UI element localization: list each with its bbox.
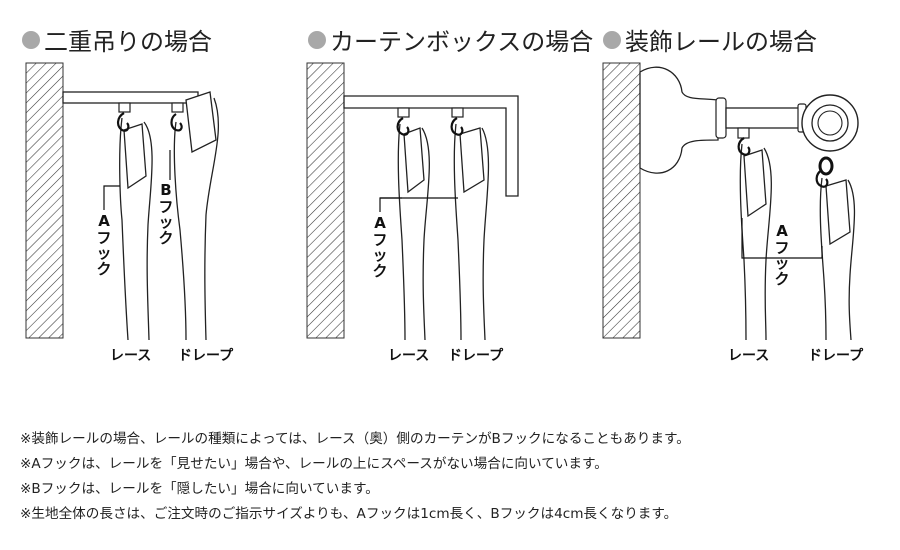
notes-section: ※装飾レールの場合、レールの種類によっては、レース（奥）側のカーテンがBフックに… [20, 427, 690, 527]
hook-a-label: フ [372, 231, 387, 249]
lace-label: レース [388, 348, 429, 364]
panel-title-text: 装飾レールの場合 [625, 28, 817, 56]
hook-b-icon [170, 113, 183, 132]
curtain-box [343, 95, 519, 197]
rail-runner [118, 102, 131, 113]
drape-curtain [453, 123, 462, 341]
hook-a-icon [815, 169, 829, 188]
hook-a-icon [396, 117, 410, 136]
panel-title-box: カーテンボックスの場合 [308, 22, 593, 57]
hook-a-leader [741, 218, 823, 259]
hook-a-icon [117, 112, 130, 132]
drape-curtain [173, 121, 187, 341]
pleat-tape [825, 179, 851, 246]
pleat-tape [123, 123, 147, 190]
lace-curtain [739, 143, 747, 341]
lace-curtain [143, 121, 153, 341]
hook-a-label: ッ [96, 244, 111, 262]
drape-label: ドレープ [178, 348, 234, 364]
hook-b-label: B [160, 181, 171, 199]
rail-runner [397, 107, 410, 118]
wall-hatch [25, 62, 64, 339]
panel-title-text: 二重吊りの場合 [44, 28, 212, 56]
rail-runner [737, 127, 750, 139]
hook-a-leader [379, 197, 402, 212]
hook-a-label: ク [372, 262, 387, 280]
pleat-tape [403, 127, 425, 194]
panel-title-text: カーテンボックスの場合 [330, 28, 594, 56]
lace-curtain [421, 127, 430, 341]
hook-a-label: ク [774, 270, 789, 288]
hook-a-label: ッ [372, 246, 387, 264]
curtain-pole-end [817, 110, 843, 136]
rail-runner [451, 107, 464, 118]
pleat-tape [743, 149, 767, 218]
wall-hatch [306, 62, 345, 339]
lace-label: レース [728, 348, 769, 364]
drape-label: ドレープ [808, 348, 864, 364]
hook-b-label: ッ [158, 213, 173, 231]
panel-title-decorative: 装飾レールの場合 [603, 22, 817, 57]
hook-b-label: フ [158, 198, 173, 216]
wall-hatch [602, 62, 641, 339]
hook-a-icon [450, 117, 464, 136]
pleat-tape [459, 127, 485, 194]
hook-a-label: ッ [774, 254, 789, 272]
rail-bracket [639, 66, 719, 174]
rail-collar [715, 97, 727, 139]
bullet-dot-icon [22, 30, 40, 49]
drape-curtain [819, 177, 827, 341]
rail-runner [171, 102, 184, 113]
hook-a-label: フ [774, 239, 789, 257]
drape-curtain [847, 179, 856, 341]
drape-curtain [481, 127, 490, 341]
hook-b-label: ク [158, 229, 173, 247]
drape-curtain [204, 97, 220, 341]
lace-curtain [119, 117, 129, 341]
note-line: ※Aフックは、レールを「見せたい」場合や、レールの上にスペースがない場合に向いて… [20, 456, 608, 472]
hook-a-label: フ [96, 229, 111, 247]
curtain-hook-diagram: A フ ッ ク B フ ッ ク レース ドレープ A フ ッ ク レース [25, 62, 864, 364]
hook-a-icon [737, 137, 751, 156]
panel-decorative-rail: A フ ッ ク レース ドレープ [602, 62, 864, 364]
panel-title-double: 二重吊りの場合 [22, 22, 212, 57]
lace-label: レース [110, 348, 151, 364]
hook-a-leader [103, 185, 120, 210]
lace-curtain [397, 123, 406, 341]
bullet-dot-icon [308, 30, 326, 49]
hook-a-label: A [374, 214, 386, 232]
note-line: ※生地全体の長さは、ご注文時のご指示サイズよりも、Aフックは1cm長く、Bフック… [20, 506, 678, 522]
panel-double-rail: A フ ッ ク B フ ッ ク レース ドレープ [25, 62, 234, 364]
curtain-ring-icon [818, 156, 834, 176]
rail-bracket [62, 91, 199, 104]
panel-curtain-box: A フ ッ ク レース ドレープ [306, 62, 519, 364]
hook-a-label: A [98, 212, 110, 230]
hook-a-label: A [776, 222, 788, 240]
note-line: ※Bフックは、レールを「隠したい」場合に向いています。 [20, 481, 379, 497]
drape-label: ドレープ [448, 348, 504, 364]
hook-a-label: ク [96, 260, 111, 278]
pleat-tape [185, 91, 217, 153]
bullet-dot-icon [603, 30, 621, 49]
note-line: ※装飾レールの場合、レールの種類によっては、レース（奥）側のカーテンがBフックに… [20, 431, 690, 447]
lace-curtain [763, 147, 772, 341]
